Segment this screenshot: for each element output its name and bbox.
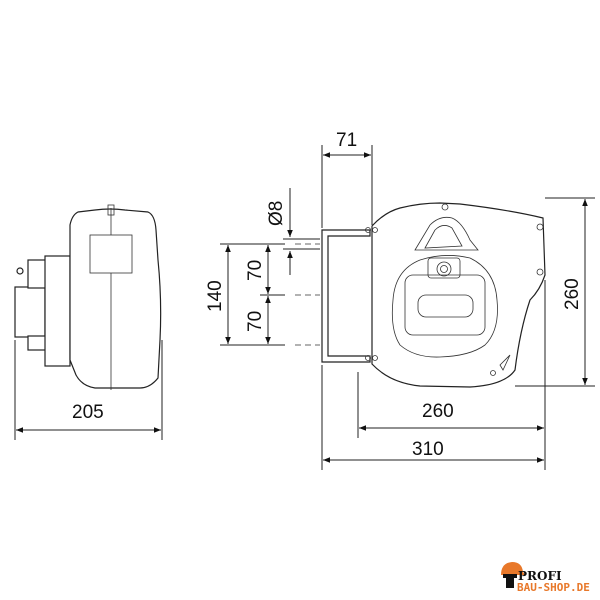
dimension-label-height: 260 bbox=[562, 278, 583, 310]
dimension-label-140: 140 bbox=[205, 280, 226, 312]
dimension-label-70-lower: 70 bbox=[245, 311, 266, 332]
dimension-label-71: 71 bbox=[336, 130, 357, 151]
dimension-label-205: 205 bbox=[72, 402, 104, 423]
dimension-label-70-upper: 70 bbox=[245, 260, 266, 281]
dimension-label-diameter: Ø8 bbox=[266, 201, 287, 226]
hard-hat-icon bbox=[501, 562, 525, 575]
side-view: 205 bbox=[14, 204, 163, 440]
logo-line2: BAU-SHOP.DE bbox=[517, 581, 590, 594]
dimension-label-total-width: 310 bbox=[412, 439, 444, 460]
profi-bau-shop-logo: PROFI BAU-SHOP.DE bbox=[501, 562, 590, 594]
logo-line1: PROFI bbox=[518, 569, 562, 583]
dimension-label-body-width: 260 bbox=[422, 401, 454, 422]
front-view bbox=[321, 202, 546, 388]
